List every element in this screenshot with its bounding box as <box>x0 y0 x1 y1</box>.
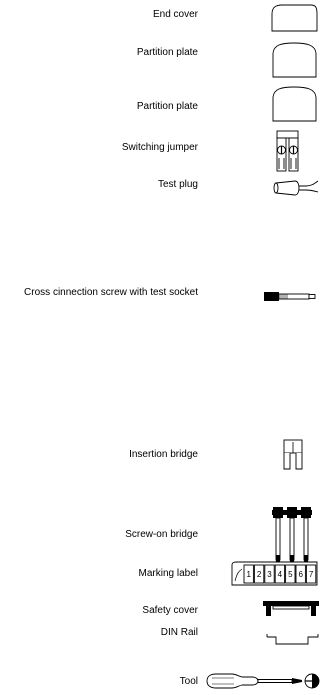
marking-label-number: 5 <box>288 570 293 579</box>
marking-label-number: 7 <box>309 570 314 579</box>
label-cross-connection-screw: Cross cinnection screw with test socket <box>24 287 198 298</box>
marking-label-number: 6 <box>298 570 303 579</box>
marking-label-number: 1 <box>246 570 251 579</box>
marking-label-number: 3 <box>267 570 272 579</box>
label-end-cover: End cover <box>152 9 198 20</box>
marking-label-box <box>264 564 275 584</box>
label-insertion-bridge: Insertion bridge <box>129 449 198 460</box>
din-rail-icon <box>266 630 321 648</box>
label-tool: Tool <box>179 676 198 687</box>
marking-label-box <box>305 564 317 584</box>
marking-label-box <box>295 564 306 584</box>
test-plug-icon <box>273 177 319 199</box>
screw-on-bridge-icon <box>270 507 318 565</box>
label-din-rail: DIN Rail <box>160 627 198 638</box>
switching-jumper-icon <box>276 130 302 172</box>
marking-label-box <box>285 564 296 584</box>
cross-connection-screw-icon <box>263 290 319 304</box>
marking-label-box <box>253 564 265 584</box>
marking-label-box <box>274 564 286 584</box>
label-test-plug: Test plug <box>157 179 198 190</box>
label-safety-cover: Safety cover <box>142 605 198 616</box>
label-partition-plate-2: Partition plate <box>136 101 198 112</box>
label-screw-on-bridge: Screw-on bridge <box>125 529 198 540</box>
insertion-bridge-icon <box>283 439 305 473</box>
label-switching-jumper: Switching jumper <box>121 142 198 153</box>
marking-label-number: 4 <box>278 570 283 579</box>
tool-icon <box>204 669 320 693</box>
marking-label-number: 2 <box>257 570 262 579</box>
partition-plate-icon <box>272 42 318 80</box>
safety-cover-icon <box>262 600 321 620</box>
marking-label-box <box>243 564 254 584</box>
label-partition-plate-1: Partition plate <box>136 47 198 58</box>
partition-plate-icon <box>272 86 318 124</box>
end-cover-icon <box>271 4 319 34</box>
label-marking-label: Marking label <box>138 568 198 579</box>
